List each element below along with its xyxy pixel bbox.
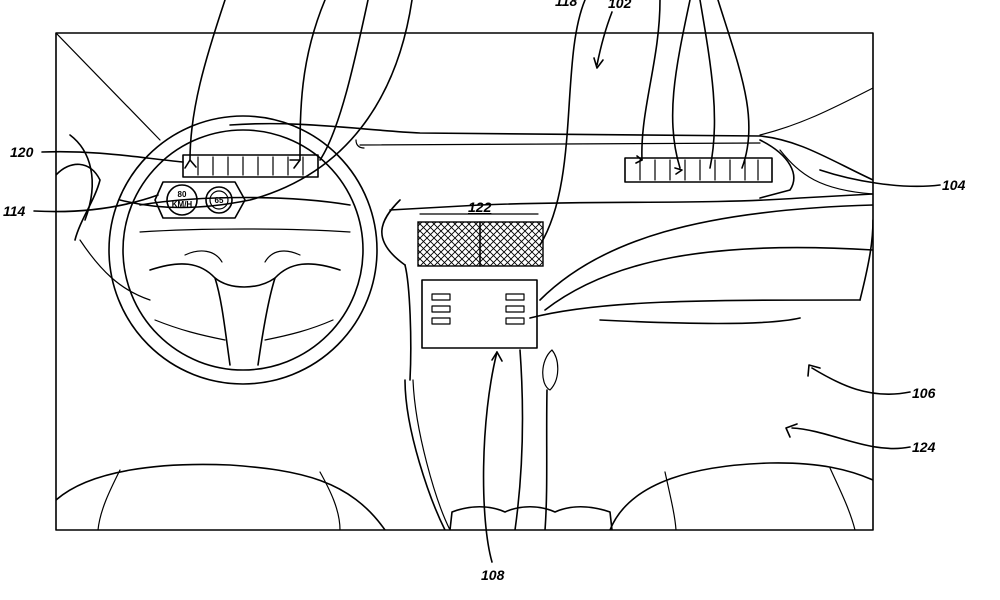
svg-text:106: 106 bbox=[912, 385, 936, 401]
speed-limit-gauge bbox=[205, 186, 233, 214]
svg-text:124: 124 bbox=[912, 439, 936, 455]
center-display bbox=[417, 213, 544, 267]
cupholder bbox=[449, 505, 613, 530]
svg-text:104: 104 bbox=[942, 177, 966, 193]
svg-text:118: 118 bbox=[555, 0, 578, 9]
dashboard-outline bbox=[229, 122, 873, 181]
callout-106: 106 bbox=[807, 364, 936, 401]
instrument-cluster: 80 KM/H 65 bbox=[154, 181, 246, 219]
callout-104: 104 bbox=[819, 169, 966, 193]
callout-122: 122 bbox=[468, 199, 492, 215]
callout-114: 114 bbox=[3, 194, 159, 219]
steering-wheel bbox=[108, 115, 378, 385]
right-seat bbox=[609, 462, 873, 530]
speed-value: 80 bbox=[178, 190, 187, 199]
callout-124: 124 bbox=[785, 423, 936, 455]
right-hud-strip bbox=[624, 157, 773, 183]
svg-text:108: 108 bbox=[481, 567, 505, 583]
speed-gauge bbox=[166, 184, 198, 216]
speed-limit-value: 65 bbox=[215, 196, 224, 205]
console-panel bbox=[421, 279, 538, 349]
callout-120: 120 bbox=[10, 144, 184, 163]
figure-frame bbox=[55, 32, 874, 531]
svg-text:122: 122 bbox=[468, 199, 492, 215]
left-seat bbox=[56, 463, 386, 530]
leader-lines bbox=[119, 0, 750, 246]
callout-108: 108 bbox=[481, 351, 505, 583]
speed-unit: KM/H bbox=[172, 200, 193, 209]
left-hud-strip bbox=[182, 154, 319, 178]
svg-text:102: 102 bbox=[608, 0, 632, 11]
callout-118: 118 bbox=[555, 0, 578, 9]
svg-text:114: 114 bbox=[3, 203, 26, 219]
svg-text:120: 120 bbox=[10, 144, 34, 160]
callout-102: 102 bbox=[593, 0, 632, 69]
